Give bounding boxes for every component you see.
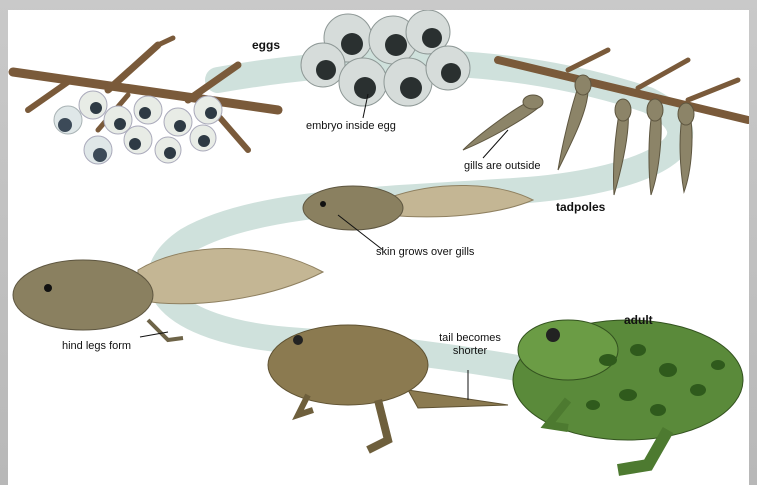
eggs-label: eggs	[252, 38, 280, 52]
egg-cluster	[54, 91, 222, 164]
hind-legs-label: hind legs form	[62, 340, 131, 352]
gills-outside-label: gills are outside	[464, 160, 540, 172]
adult-frog	[513, 320, 743, 470]
tail-shorter-line2: shorter	[432, 345, 508, 358]
tail-shorter-label: tail becomes shorter	[432, 332, 508, 358]
tadpole-middle	[303, 185, 533, 230]
skin-grows-label: skin grows over gills	[376, 246, 474, 258]
tadpoles-label: tadpoles	[556, 200, 605, 214]
life-cycle-diagram: eggs embryo inside egg gills are outside…	[8, 10, 749, 485]
magnified-eggs	[301, 10, 470, 106]
embryo-label: embryo inside egg	[306, 120, 396, 132]
tail-shorter-line1: tail becomes	[432, 332, 508, 345]
adult-label: adult	[624, 313, 653, 327]
